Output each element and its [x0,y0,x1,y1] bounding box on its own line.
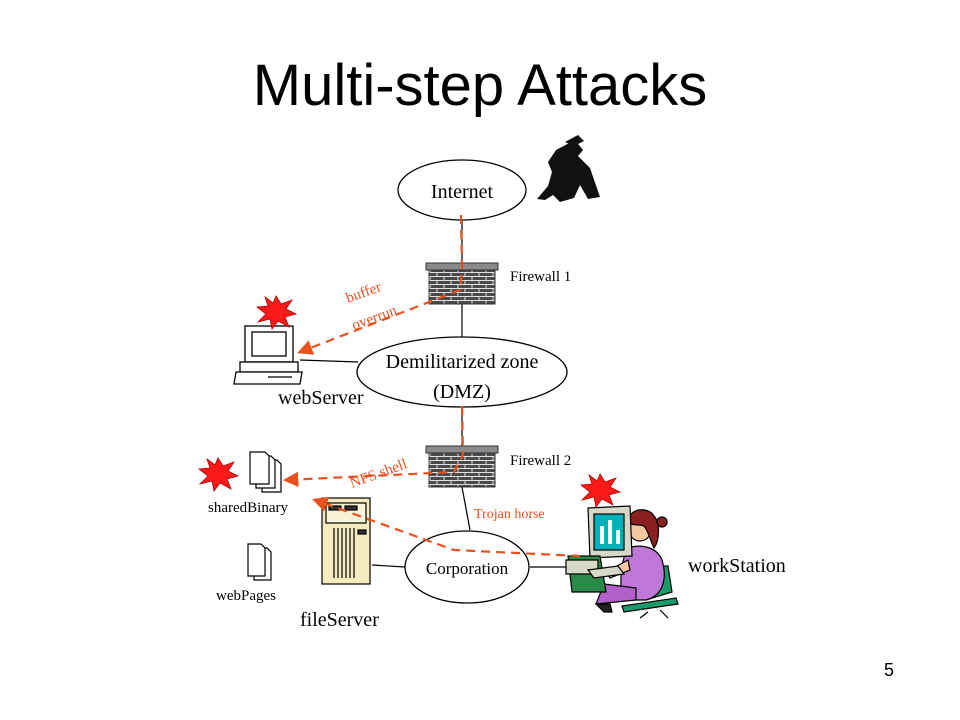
attack-path-trojan-horse [312,496,581,558]
attacker-icon [537,135,600,202]
link-firewall2-corporation [461,486,471,531]
document-stack-icon [249,451,282,493]
corporation-node: Corporation [404,530,530,604]
attack-paths [282,214,581,558]
internet-label: Internet [431,181,494,203]
workstation-label: workStation [688,555,786,577]
nfs-shell-label: NFS shell [348,456,409,491]
web-pages-node: webPages [216,543,276,604]
firewall1-label: Firewall 1 [510,269,571,285]
firewall1: Firewall 1 [425,262,571,305]
explosion-icon [197,457,240,492]
buffer-label-line1: buffer [344,279,384,306]
webserver-label: webServer [278,387,364,409]
webserver-node: webServer [233,295,364,409]
link-fileserver-corporation [371,564,406,568]
dmz-label-line2: (DMZ) [433,381,491,403]
web-pages-label: webPages [216,588,276,604]
server-tower-icon [321,497,371,585]
dmz-label-line1: Demilitarized zone [386,351,539,373]
shared-binary-node: sharedBinary [197,451,288,516]
document-stack-icon [247,543,272,581]
computer-icon [233,325,303,385]
fileserver-node: fileServer [300,497,379,631]
link-webserver-dmz [299,359,359,363]
attack-path-nfs-shell [282,405,465,488]
shared-binary-label: sharedBinary [208,500,288,516]
fileserver-label: fileServer [300,609,379,631]
firewall2-label: Firewall 2 [510,453,571,469]
page-number: 5 [884,660,895,680]
firewall2: Firewall 2 [425,445,571,488]
trojan-horse-label: Trojan horse [474,507,545,522]
slide-title: Multi-step Attacks [252,53,708,118]
dmz-node: Demilitarized zone (DMZ) [356,336,568,408]
explosion-icon [579,473,622,508]
workstation-user-icon [565,505,679,619]
corporation-label: Corporation [426,559,509,578]
workstation-node: workStation [565,473,786,619]
buffer-label-line2: overrun [350,303,400,334]
internet-node: Internet [397,159,527,221]
explosion-icon [255,295,298,330]
corporation-ellipse [404,530,530,604]
attack-path-buffer-overrun [297,214,464,355]
